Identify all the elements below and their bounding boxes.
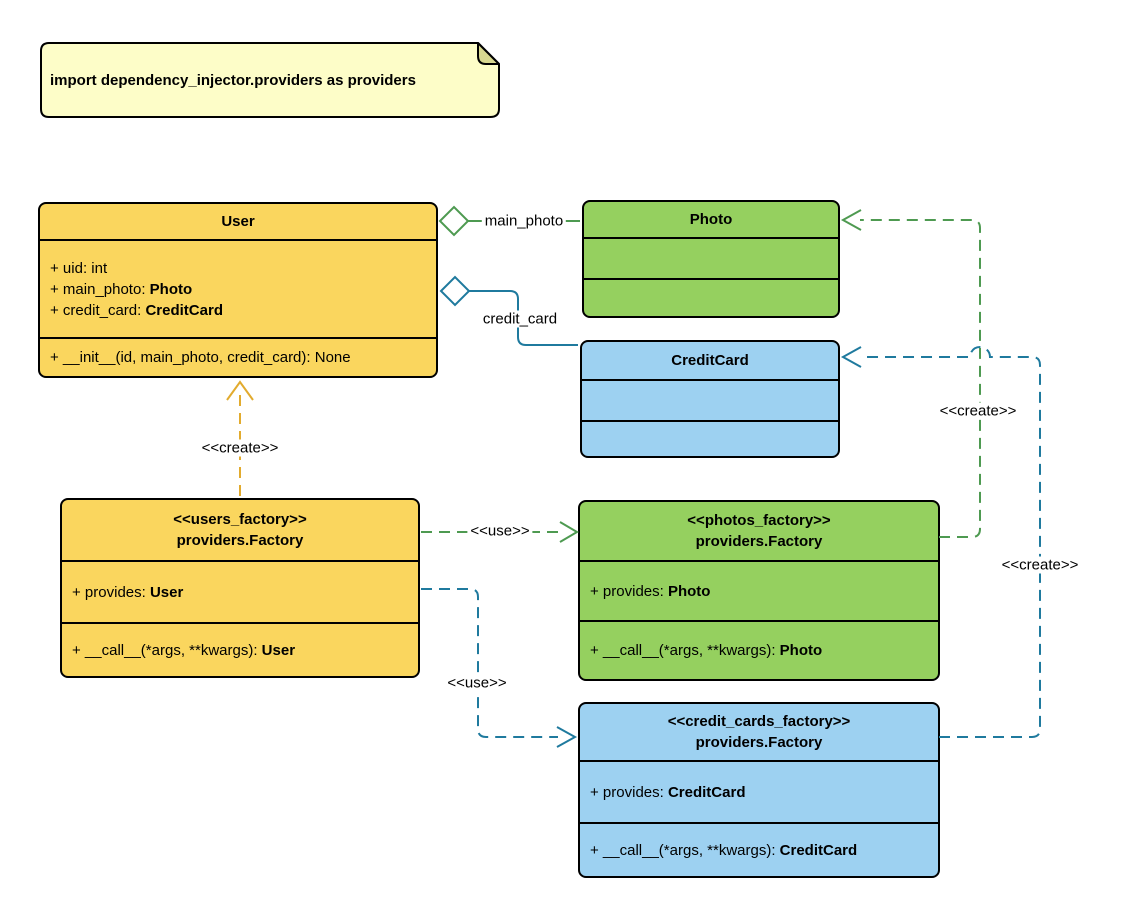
note: import dependency_injector.providers as … bbox=[40, 42, 500, 118]
class-name-text: providers.Factory bbox=[176, 532, 304, 549]
attribute: + credit_card: CreditCard bbox=[50, 301, 223, 319]
edge-label-use-photos: <<use>> bbox=[467, 522, 533, 540]
note-shape bbox=[40, 42, 500, 118]
attribute: + provides: Photo bbox=[590, 582, 711, 600]
attribute: + main_photo: Photo bbox=[50, 280, 193, 298]
class-user-methods: + __init__(id, main_photo, credit_card):… bbox=[40, 337, 436, 376]
class-credit-cards-factory-attributes: + provides: CreditCard bbox=[580, 760, 938, 822]
edge-label-create-user: <<create>> bbox=[198, 439, 282, 457]
class-stereotype-text: <<photos_factory>> bbox=[687, 512, 831, 529]
class-users-factory-methods: + __call__(*args, **kwargs): User bbox=[62, 622, 418, 676]
edge-label-credit-card: credit_card bbox=[479, 310, 561, 328]
class-photos-factory-methods: + __call__(*args, **kwargs): Photo bbox=[580, 620, 938, 679]
class-photos-factory-name: <<photos_factory>> providers.Factory bbox=[580, 502, 938, 560]
class-photos-factory: <<photos_factory>> providers.Factory + p… bbox=[578, 500, 940, 681]
class-stereotype-text: <<credit_cards_factory>> bbox=[667, 713, 851, 730]
class-name-text: providers.Factory bbox=[695, 734, 823, 751]
edge-label-use-credit-cards: <<use>> bbox=[444, 674, 510, 692]
create-arrowhead-user bbox=[226, 380, 254, 401]
class-photo-attributes bbox=[584, 237, 838, 278]
class-photo-name: Photo bbox=[584, 202, 838, 237]
class-photo: Photo bbox=[582, 200, 840, 318]
class-name-text: CreditCard bbox=[671, 352, 749, 369]
class-credit-card: CreditCard bbox=[580, 340, 840, 458]
class-credit-card-attributes bbox=[582, 379, 838, 420]
use-arrowhead-photos-factory bbox=[559, 521, 579, 543]
edge-label-main-photo: main_photo bbox=[481, 212, 567, 230]
method: + __call__(*args, **kwargs): User bbox=[72, 641, 296, 659]
aggregation-diamond-main-photo bbox=[438, 205, 470, 237]
use-arrowhead-credit-cards-factory bbox=[556, 726, 578, 748]
class-photos-factory-attributes: + provides: Photo bbox=[580, 560, 938, 620]
class-credit-cards-factory-name: <<credit_cards_factory>> providers.Facto… bbox=[580, 704, 938, 760]
class-stereotype-text: <<users_factory>> bbox=[173, 511, 307, 528]
class-users-factory: <<users_factory>> providers.Factory + pr… bbox=[60, 498, 420, 678]
use-arrow-credit-cards-factory bbox=[421, 588, 558, 738]
attribute: + uid: int bbox=[50, 259, 108, 277]
create-arrowhead-credit-card bbox=[840, 346, 862, 368]
class-users-factory-name: <<users_factory>> providers.Factory bbox=[62, 500, 418, 560]
create-arrowhead-photo bbox=[840, 209, 862, 231]
class-user-attributes: + uid: int + main_photo: Photo + credit_… bbox=[40, 239, 436, 337]
edge-label-create-photo: <<create>> bbox=[936, 402, 1020, 420]
class-credit-card-name: CreditCard bbox=[582, 342, 838, 379]
class-user: User + uid: int + main_photo: Photo + cr… bbox=[38, 202, 438, 378]
class-name-text: Photo bbox=[689, 211, 733, 228]
create-arrow-photo bbox=[860, 219, 981, 538]
class-credit-cards-factory: <<credit_cards_factory>> providers.Facto… bbox=[578, 702, 940, 878]
aggregation-diamond-credit-card bbox=[439, 275, 471, 307]
attribute: + provides: User bbox=[72, 583, 184, 601]
method: + __call__(*args, **kwargs): CreditCard bbox=[590, 841, 858, 859]
note-text: import dependency_injector.providers as … bbox=[50, 71, 416, 89]
method: + __init__(id, main_photo, credit_card):… bbox=[50, 349, 351, 366]
class-credit-card-methods bbox=[582, 420, 838, 456]
note-fold-corner bbox=[477, 42, 500, 65]
method: + __call__(*args, **kwargs): Photo bbox=[590, 642, 823, 659]
edge-label-create-credit-card: <<create>> bbox=[998, 556, 1082, 574]
class-name-text: providers.Factory bbox=[695, 533, 823, 550]
class-users-factory-attributes: + provides: User bbox=[62, 560, 418, 622]
class-user-name: User bbox=[40, 204, 436, 239]
class-name-text: User bbox=[221, 213, 255, 230]
note-body bbox=[40, 42, 500, 118]
class-photo-methods bbox=[584, 278, 838, 316]
attribute: + provides: CreditCard bbox=[590, 783, 746, 801]
class-credit-cards-factory-methods: + __call__(*args, **kwargs): CreditCard bbox=[580, 822, 938, 876]
